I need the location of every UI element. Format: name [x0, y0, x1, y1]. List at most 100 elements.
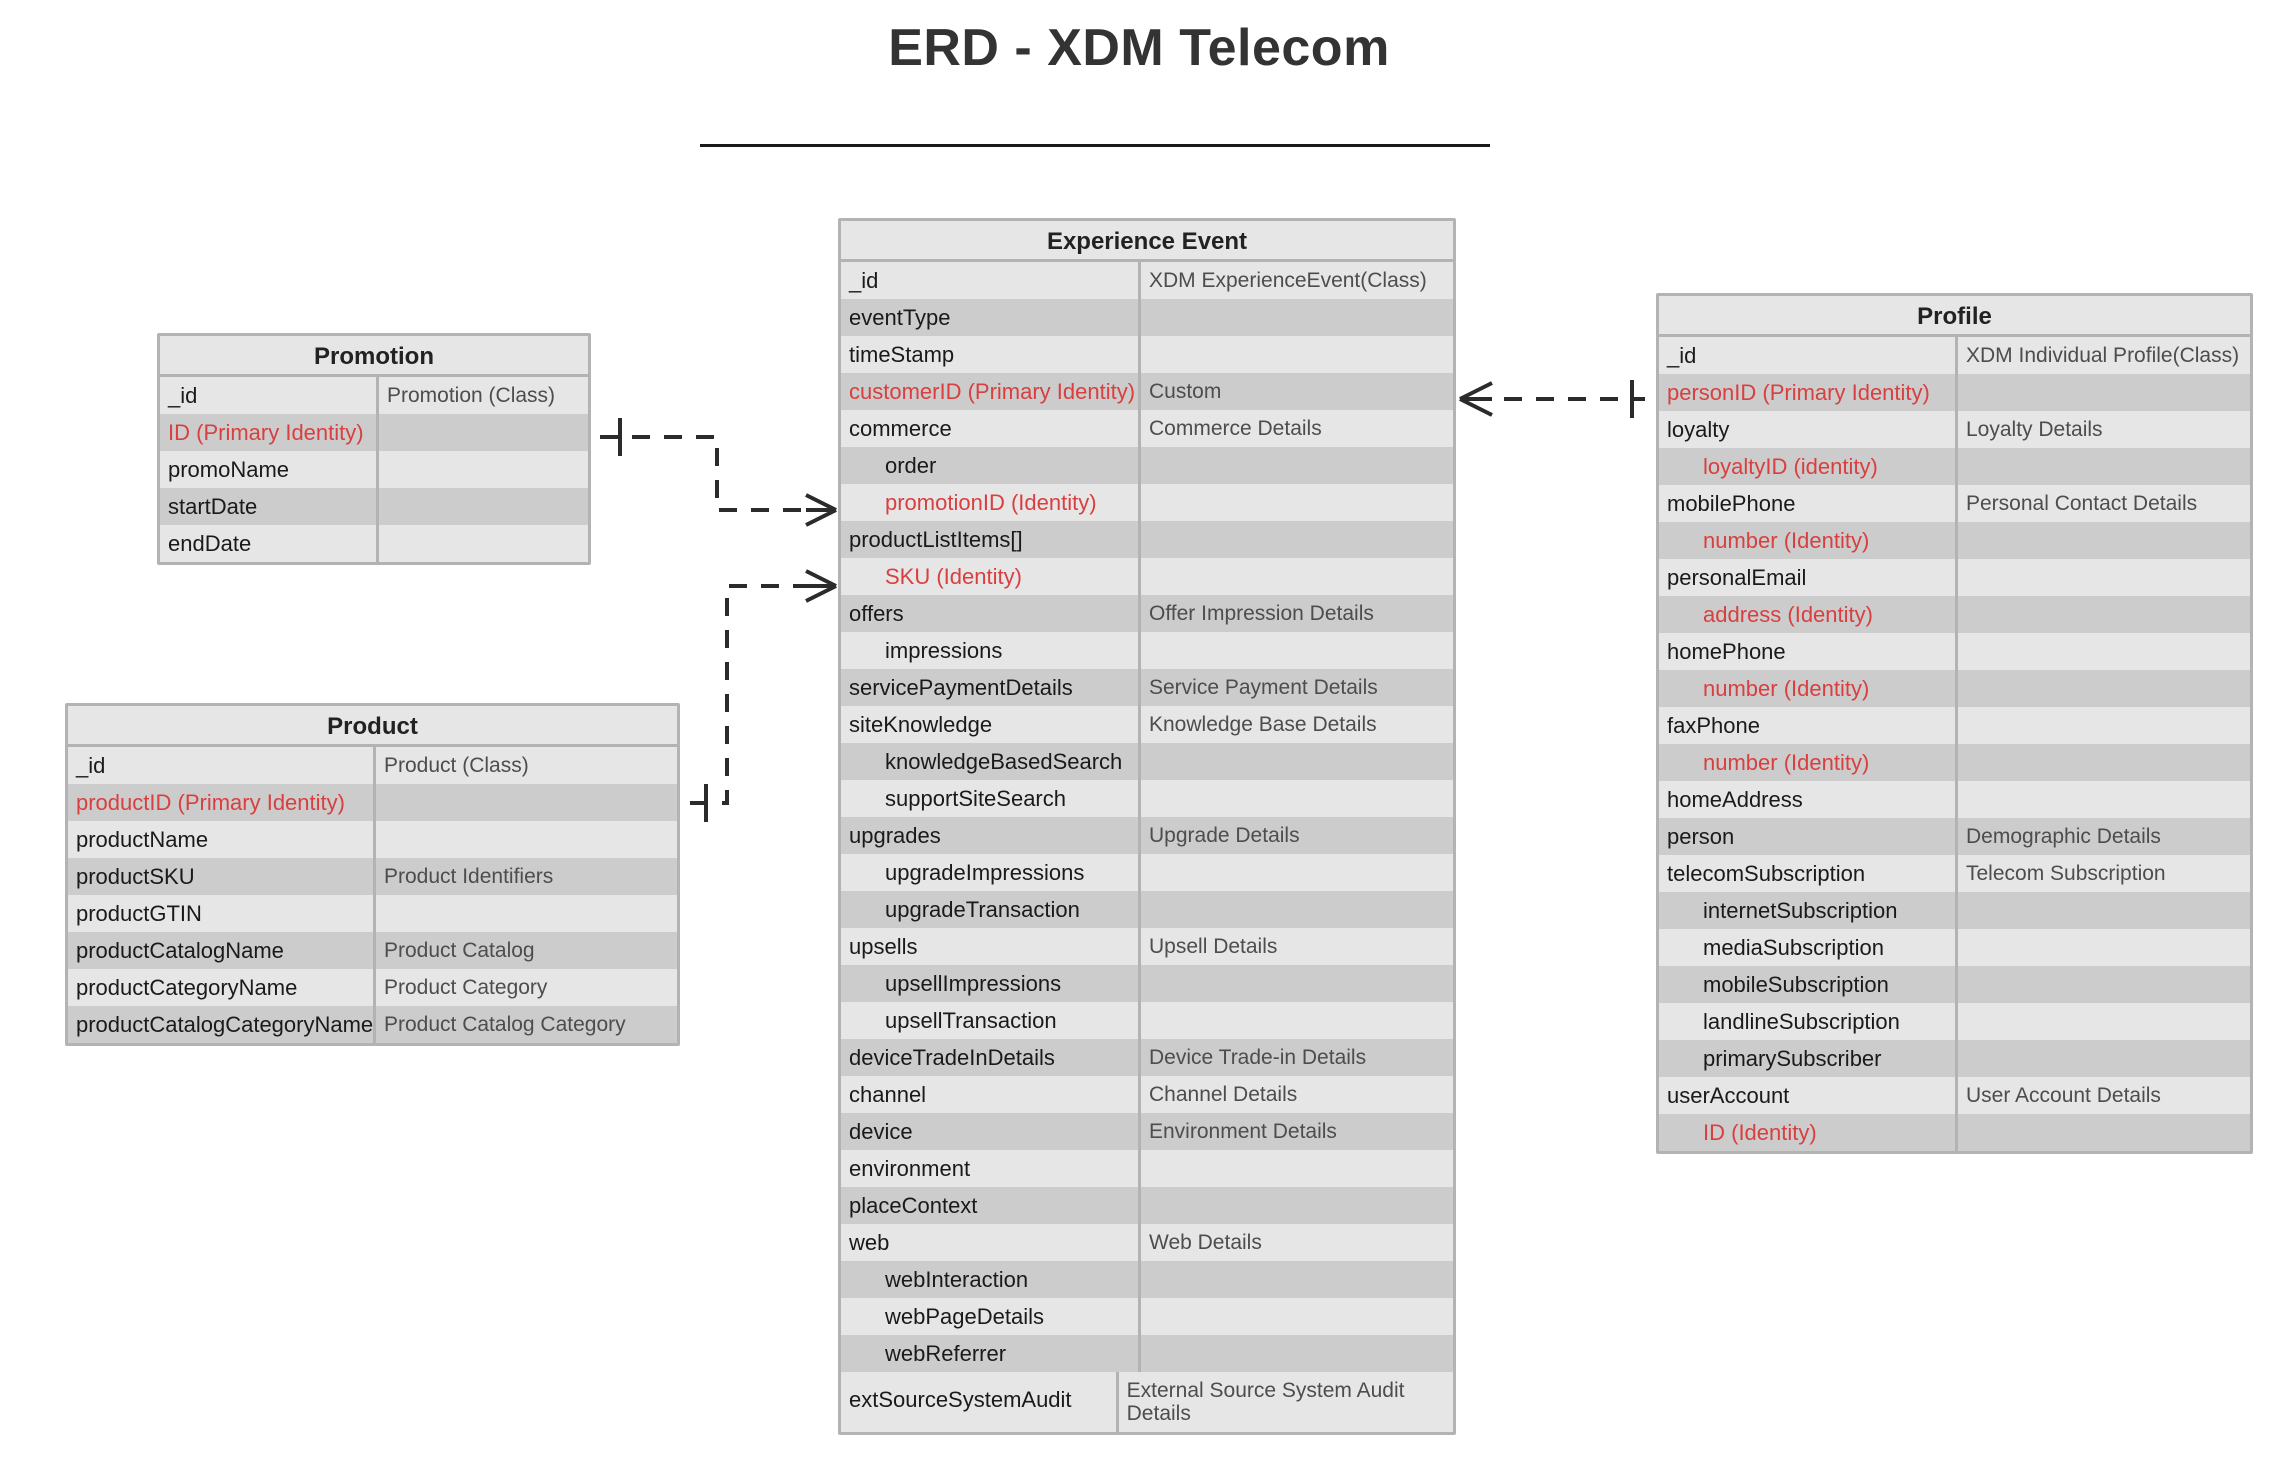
attribute-type: [1958, 1003, 2250, 1040]
attribute-row: loyaltyID (identity): [1659, 448, 2250, 485]
attribute-type: Product Category: [384, 976, 548, 999]
attribute-type: XDM Individual Profile(Class): [1966, 344, 2240, 367]
title-divider: [700, 144, 1490, 147]
attribute-type: [1141, 558, 1453, 595]
attribute-type: [1958, 559, 2250, 596]
attribute-name: upsells: [841, 928, 1141, 965]
attribute-name: userAccount: [1659, 1077, 1958, 1114]
attribute-row: order: [841, 447, 1453, 484]
attribute-type: Demographic Details: [1966, 825, 2161, 848]
attribute-row: mediaSubscription: [1659, 929, 2250, 966]
attribute-type: Promotion (Class): [387, 384, 556, 407]
attribute-name: siteKnowledge: [841, 706, 1141, 743]
attribute-type: Knowledge Base Details: [1149, 713, 1377, 736]
attribute-row: endDate: [160, 525, 588, 562]
attribute-type: Product (Class): [384, 754, 529, 777]
attribute-name: productCatalogCategoryName: [68, 1006, 376, 1043]
attribute-row: knowledgeBasedSearch: [841, 743, 1453, 780]
attribute-name: deviceTradeInDetails: [841, 1039, 1141, 1076]
attribute-type: Offer Impression Details: [1149, 602, 1374, 625]
attribute-name: loyaltyID (identity): [1659, 448, 1958, 485]
attribute-name: web: [841, 1224, 1141, 1261]
attribute-row: userAccount User Account Details: [1659, 1077, 2250, 1114]
attribute-row: person Demographic Details: [1659, 818, 2250, 855]
attribute-name: address (Identity): [1659, 596, 1958, 633]
attribute-row: timeStamp: [841, 336, 1453, 373]
attribute-name: webReferrer: [841, 1335, 1141, 1372]
attribute-type: Service Payment Details: [1149, 676, 1378, 699]
attribute-name: servicePaymentDetails: [841, 669, 1141, 706]
attribute-row: ID (Primary Identity): [160, 414, 588, 451]
attribute-row: upgradeImpressions: [841, 854, 1453, 891]
attribute-name: faxPhone: [1659, 707, 1958, 744]
attribute-type: [1958, 966, 2250, 1003]
entity-title-promotion: Promotion: [160, 336, 588, 377]
attribute-name: eventType: [841, 299, 1141, 336]
attribute-name: number (Identity): [1659, 670, 1958, 707]
attribute-name: primarySubscriber: [1659, 1040, 1958, 1077]
attribute-type: [1141, 780, 1453, 817]
attribute-name: _id: [1659, 337, 1958, 374]
attribute-type: [1958, 670, 2250, 707]
attribute-name: placeContext: [841, 1187, 1141, 1224]
attribute-name: promotionID (Identity): [841, 484, 1141, 521]
attribute-type: [379, 525, 588, 562]
attribute-type: [1141, 632, 1453, 669]
attribute-row: upgradeTransaction: [841, 891, 1453, 928]
attribute-type: Channel Details: [1149, 1083, 1298, 1106]
attribute-type: [1958, 744, 2250, 781]
attribute-name: extSourceSystemAudit: [841, 1372, 1119, 1432]
attribute-name: landlineSubscription: [1659, 1003, 1958, 1040]
connector-event-to-profile: [1459, 380, 1645, 418]
attribute-row: promoName: [160, 451, 588, 488]
attribute-name: endDate: [160, 525, 379, 562]
attribute-row: homePhone: [1659, 633, 2250, 670]
attribute-type: [1141, 854, 1453, 891]
attribute-name: webInteraction: [841, 1261, 1141, 1298]
attribute-type: Commerce Details: [1149, 417, 1322, 440]
attribute-type: [379, 488, 588, 525]
attribute-row: ID (Identity): [1659, 1114, 2250, 1151]
attribute-name: number (Identity): [1659, 744, 1958, 781]
attribute-name: order: [841, 447, 1141, 484]
attribute-name: impressions: [841, 632, 1141, 669]
attribute-type: Upsell Details: [1149, 935, 1278, 958]
attribute-name: person: [1659, 818, 1958, 855]
attribute-row: webInteraction: [841, 1261, 1453, 1298]
attribute-type: [1141, 1261, 1453, 1298]
attribute-name: _id: [841, 262, 1141, 299]
attribute-name: mediaSubscription: [1659, 929, 1958, 966]
attribute-type: User Account Details: [1966, 1084, 2161, 1107]
attribute-type: Telecom Subscription: [1966, 862, 2166, 885]
attribute-name: ID (Identity): [1659, 1114, 1958, 1151]
attribute-row: startDate: [160, 488, 588, 525]
attribute-name: upgrades: [841, 817, 1141, 854]
attribute-type: [1141, 965, 1453, 1002]
attribute-row: supportSiteSearch: [841, 780, 1453, 817]
connector-promotion-to-event: [600, 418, 837, 527]
attribute-name: internetSubscription: [1659, 892, 1958, 929]
attribute-type: [1141, 1298, 1453, 1335]
attribute-row: channel Channel Details: [841, 1076, 1453, 1113]
attribute-type: [1141, 1150, 1453, 1187]
attribute-type: [1141, 1002, 1453, 1039]
attribute-name: productSKU: [68, 858, 376, 895]
attribute-name: productID (Primary Identity): [68, 784, 376, 821]
attribute-type: [1958, 1040, 2250, 1077]
attribute-row: customerID (Primary Identity)Custom: [841, 373, 1453, 410]
attribute-name: channel: [841, 1076, 1141, 1113]
attribute-type: [1141, 891, 1453, 928]
